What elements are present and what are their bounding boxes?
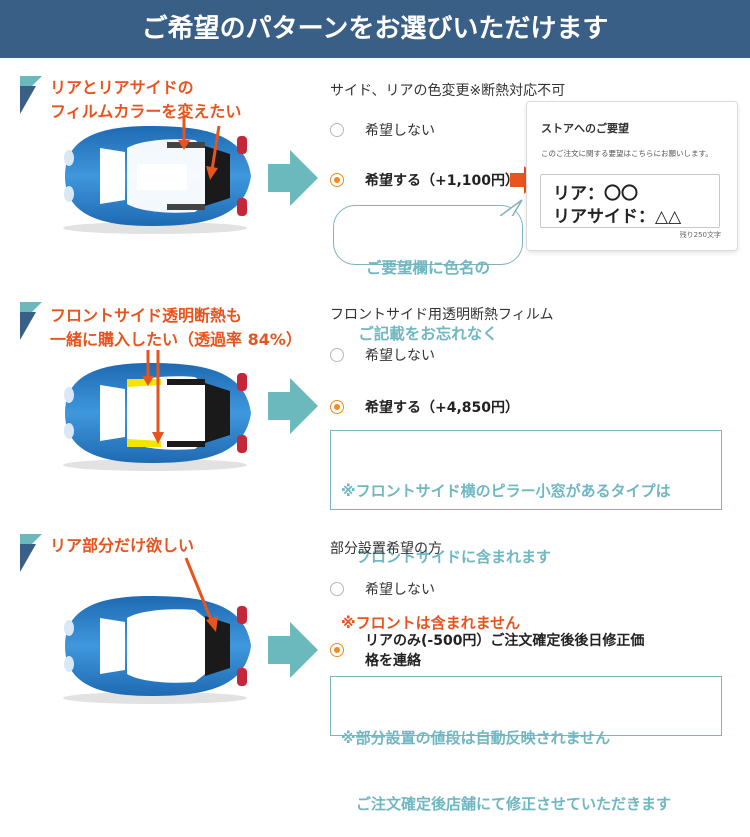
store-request-textarea[interactable]: リア：〇〇 リアサイド：△△ [540,174,720,228]
orange-arrow-icon [510,166,540,194]
page-header: ご希望のパターンをお選びいただけます [0,0,750,58]
section-flag-icon [20,76,42,114]
radio-wanted[interactable] [330,400,344,414]
pointer-arrow-icon [178,116,221,180]
note-line: フロントサイドに含まれます [341,548,552,566]
car-rear-only-image [63,596,251,704]
reminder-bubble: ご要望欄に色名の ご記載をお忘れなく [333,205,523,343]
store-request-card: ストアへのご要望 このご注文に関する要望はこちらにお願いします。 リア：〇〇 リ… [527,102,737,250]
pointer-arrow-icon [142,350,164,444]
note-line: ※フロントサイド横のピラー小窓があるタイプは [341,482,671,500]
option-group-heading: 部分設置希望の方 [330,541,442,557]
option-label: 希望する（+1,100円） [365,173,520,189]
pointer-arrow-icon [184,557,218,632]
store-card-description: このご注文に関する要望はこちらにお願いします。 [541,149,713,158]
option-label: 希望しない [365,123,435,139]
note-line: ご注文確定後店舗にて修正させていただきます [341,795,672,813]
radio-not-wanted[interactable] [330,123,344,137]
bubble-line: ご要望欄に色名の [365,259,490,277]
option-group-heading: サイド、リアの色変更※断熱対応不可 [330,83,566,99]
radio-not-wanted[interactable] [330,348,344,362]
option-label: 格を連絡 [365,653,421,669]
character-counter: 残り250文字 [679,231,721,239]
store-card-title: ストアへのご要望 [541,122,629,135]
section-title: フロントサイド透明断熱も 一緒に購入したい（透過率 84%） [50,306,302,349]
bubble-line: ご記載をお忘れなく [358,325,498,343]
radio-wanted[interactable] [330,173,344,187]
partial-install-note: ※部分設置の値段は自動反映されません ご注文確定後店舗にて修正させていただきます [330,676,722,813]
note-line: ※フロントは含まれません [341,614,521,632]
section-title: リアとリアサイドの フィルムカラーを変えたい [50,78,242,121]
request-line: リア：〇〇 [553,184,638,204]
option-label: 希望する（+4,850円） [365,400,520,416]
section-title: リア部分だけ欲しい [50,536,195,555]
right-arrow-icon [268,150,318,206]
section-flag-icon [20,302,42,340]
request-line: リアサイド：△△ [553,207,682,227]
car-rear-highlight-image [63,126,251,234]
radio-not-wanted[interactable] [330,582,344,596]
right-arrow-icon [268,622,318,678]
option-label: 希望しない [365,582,435,598]
front-side-note: ※フロントサイド横のピラー小窓があるタイプは フロントサイドに含まれます ※フロ… [330,430,722,632]
note-line: ※部分設置の値段は自動反映されません [341,729,611,747]
bubble-tail-icon [500,199,523,220]
right-arrow-icon [268,378,318,434]
page-title: ご希望のパターンをお選びいただけます [141,14,609,44]
option-group-heading: フロントサイド用透明断熱フィルム [330,307,554,323]
radio-rear-only[interactable] [330,643,344,657]
section-flag-icon [20,534,42,572]
option-label: リアのみ(-500円）ご注文確定後後日修正価 [365,633,645,649]
option-label: 希望しない [365,348,435,364]
